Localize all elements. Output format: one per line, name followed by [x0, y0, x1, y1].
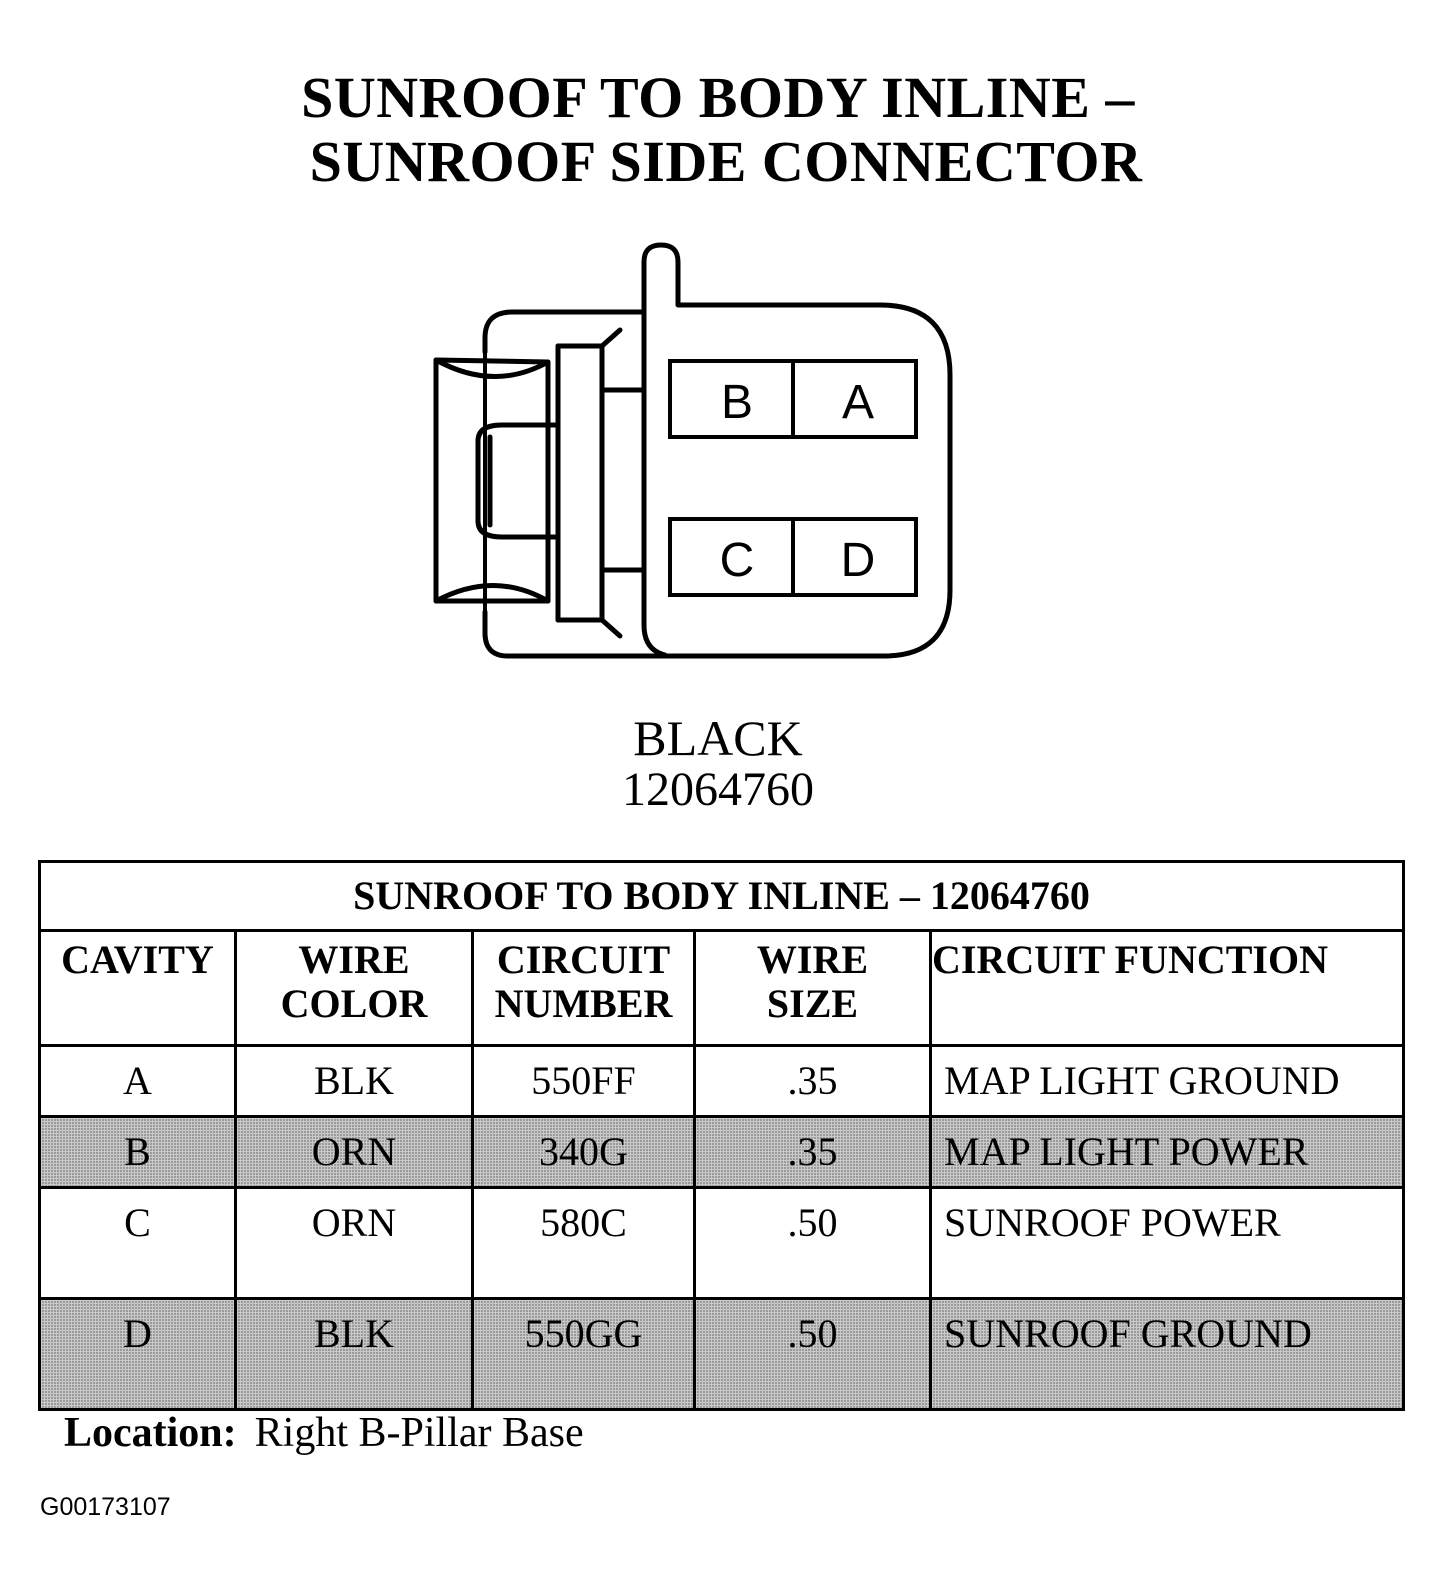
circuit-number-cell: 550FF	[471, 1044, 696, 1118]
wire-color-cell: BLK	[234, 1044, 474, 1118]
cavity-cell: B	[38, 1115, 237, 1189]
wire-size-cell: .50	[693, 1186, 932, 1300]
location-note: Location: Right B-Pillar Base	[64, 1410, 584, 1456]
wire-size-cell: .35	[693, 1044, 932, 1118]
circuit-function-cell: SUNROOF GROUND	[928, 1297, 1406, 1411]
connector-part-number: 12064760	[622, 763, 814, 816]
cavity-box-d	[791, 517, 918, 597]
cavity-label-d: D	[841, 534, 876, 587]
cavity-cell: C	[38, 1186, 237, 1300]
table-row: D BLK 550GG .50 SUNROOF GROUND	[38, 1297, 1406, 1411]
table-row: B ORN 340G .35 MAP LIGHT POWER	[38, 1115, 1406, 1189]
table-title-row: SUNROOF TO BODY INLINE – 12064760	[37, 860, 1406, 932]
location-label: Location:	[64, 1410, 237, 1456]
location-value: Right B-Pillar Base	[254, 1410, 584, 1456]
connector-housing-outline	[482, 242, 953, 659]
cavity-cell: A	[38, 1044, 237, 1118]
wire-color-cell: BLK	[234, 1297, 474, 1411]
connector-face-drawing: B A C D	[433, 242, 953, 659]
circuit-function-cell: MAP LIGHT GROUND	[928, 1044, 1406, 1118]
wire-color-cell: ORN	[234, 1186, 474, 1300]
pinout-table: SUNROOF TO BODY INLINE – 12064760 CAVITY…	[37, 860, 1406, 1411]
table-row: C ORN 580C .50 SUNROOF POWER	[38, 1186, 1406, 1300]
circuit-function-cell: SUNROOF POWER	[928, 1186, 1406, 1300]
circuit-function-cell: MAP LIGHT POWER	[928, 1115, 1406, 1189]
table-row: A BLK 550FF .35 MAP LIGHT GROUND	[38, 1044, 1406, 1118]
cavity-label-c: C	[720, 534, 755, 587]
table-title: SUNROOF TO BODY INLINE – 12064760	[37, 860, 1406, 932]
cavity-cell: D	[38, 1297, 237, 1411]
header-circuit-function: CIRCUIT FUNCTION	[928, 929, 1406, 1047]
wire-size-cell: .50	[693, 1297, 932, 1411]
cavity-label-a: A	[842, 376, 874, 429]
wire-size-cell: .35	[693, 1115, 932, 1189]
header-cavity: CAVITY	[38, 929, 237, 1047]
figure-id: G00173107	[40, 1493, 171, 1521]
cavity-label-b: B	[721, 376, 753, 429]
cavity-box-a	[791, 359, 918, 439]
wire-color-cell: ORN	[234, 1115, 474, 1189]
diagram-title-line-1: SUNROOF TO BODY INLINE –	[301, 65, 1135, 130]
circuit-number-cell: 550GG	[471, 1297, 696, 1411]
connector-color-label: BLACK	[633, 710, 803, 766]
diagram-title-line-2: SUNROOF SIDE CONNECTOR	[309, 129, 1143, 194]
circuit-number-cell: 340G	[471, 1115, 696, 1189]
circuit-number-cell: 580C	[471, 1186, 696, 1300]
